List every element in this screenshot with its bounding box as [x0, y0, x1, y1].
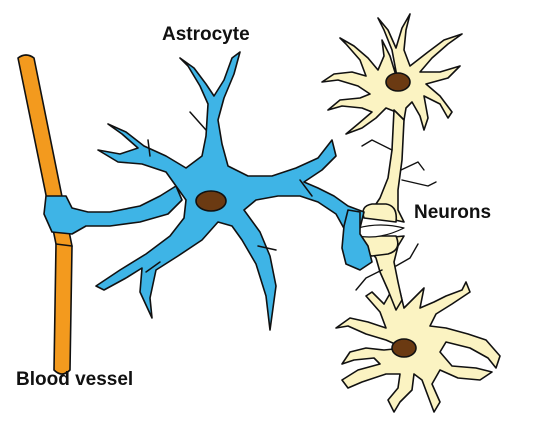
synapse [357, 203, 405, 257]
astrocyte-endfoot-vessel [43, 185, 183, 235]
astrocyte [43, 51, 373, 331]
blood-vessel-tube [17, 54, 73, 375]
lower-neuron [335, 235, 501, 413]
upper-neuron-nucleus [385, 72, 411, 92]
blood-vessel [17, 54, 73, 375]
astrocyte-processes [95, 51, 365, 331]
lower-neuron-nucleus [391, 338, 417, 358]
astrocyte-endfoot-synapse [341, 209, 373, 271]
astrocyte-nucleus [195, 190, 227, 212]
neurons-label: Neurons [414, 202, 492, 223]
blood-vessel-label: Blood vessel [16, 369, 134, 390]
upper-neuron [321, 13, 463, 223]
astrocyte-label: Astrocyte [162, 24, 250, 45]
lower-neuron-dendrites [335, 261, 501, 413]
